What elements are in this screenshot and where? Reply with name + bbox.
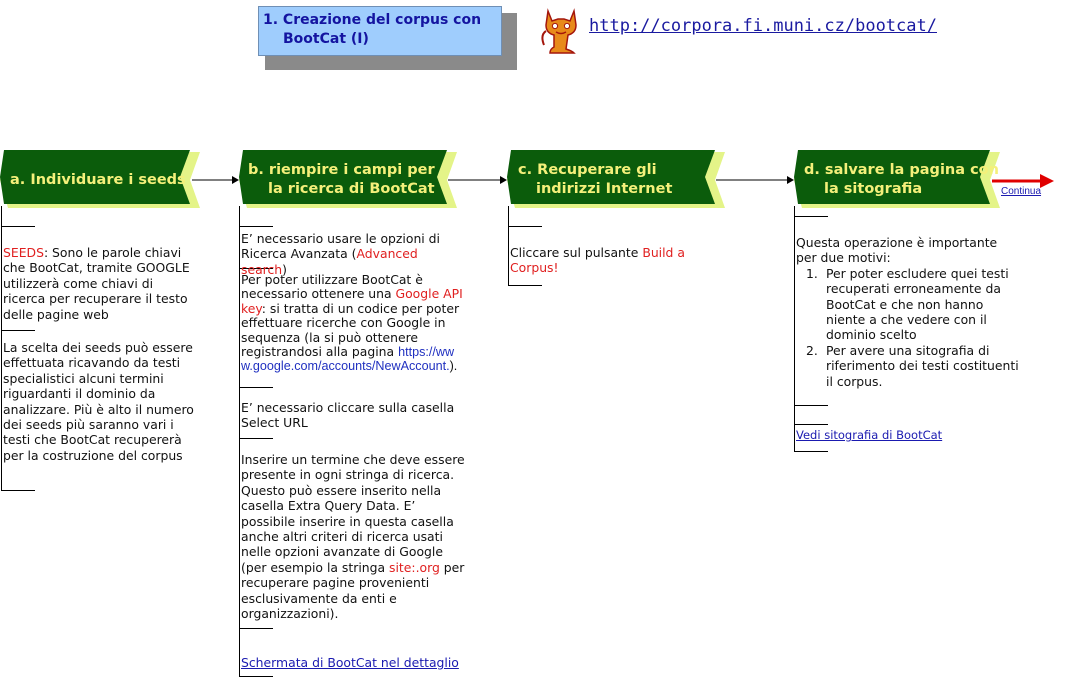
col-d-bracket — [794, 206, 795, 452]
p2-end: ). — [449, 359, 458, 374]
col-a-tick — [1, 330, 35, 331]
col-b-extra-query: Inserire un termine che deve essere pres… — [241, 452, 465, 621]
list-item-text: Per poter escludere quei testi recuperat… — [826, 265, 1009, 343]
col-a-seeds-definition: SEEDS: Sono le parole chiavi che BootCat… — [3, 245, 199, 322]
col-d-tick — [794, 424, 828, 425]
step-b-heading-shape — [239, 150, 457, 208]
seeds-label: SEEDS — [3, 245, 44, 260]
col-c-build-corpus: Cliccare sul pulsante Build a Corpus! — [510, 245, 710, 276]
col-d-intro: Questa operazione è importante per due m… — [796, 235, 998, 266]
list-item-text: Per avere una sitografia di riferimento … — [826, 342, 1019, 389]
step-d-heading-line1: d. salvare la pagina con — [804, 162, 999, 178]
list-item-number: 1. — [806, 265, 818, 281]
c-text: Cliccare sul pulsante — [510, 245, 643, 260]
p4-end: per recuperare pagine provenienti esclus… — [241, 559, 465, 622]
bootcat-url-link[interactable]: http://corpora.fi.muni.cz/bootcat/ — [589, 16, 937, 36]
col-c-bracket — [508, 206, 509, 286]
p2-text2: : si tratta di un codice per poter effet… — [241, 300, 460, 360]
col-b-bracket — [239, 206, 240, 677]
step-d-heading-shape — [794, 150, 1000, 208]
bootcat-screenshot-link[interactable]: Schermata di BootCat nel dettaglio — [241, 655, 459, 670]
google-account-url: https://www.google.com/accounts/NewAccou… — [241, 345, 455, 374]
step-d-heading: d. salvare la pagina con la sitografia — [804, 161, 999, 199]
col-b-tick — [239, 438, 273, 439]
p4-text: Inserire un termine che deve essere pres… — [241, 452, 465, 575]
step-d-heading-line2: la sitografia — [824, 181, 923, 197]
title-line-1: 1. Creazione del corpus con — [263, 12, 482, 28]
p1-end: ) — [282, 261, 288, 277]
step-c-heading-line2: indirizzi Internet — [536, 181, 673, 197]
col-a-seeds-choice: La scelta dei seeds può essere effettuat… — [3, 340, 194, 463]
col-b-tick — [239, 226, 273, 227]
col-a-bracket — [1, 206, 2, 491]
col-d-reasons: Questa operazione è importante per due m… — [796, 235, 1020, 389]
list-item: 2. Per avere una sitografia di riferiment… — [796, 343, 1020, 389]
col-a-tick — [1, 490, 35, 491]
step-c-heading-line1: c. Recuperare gli — [518, 162, 657, 178]
list-item-number: 2. — [806, 342, 818, 358]
col-d-tick — [794, 216, 828, 217]
p1-text: E’ necessario usare le opzioni di Ricerc… — [241, 231, 440, 262]
col-b-tick — [239, 268, 273, 269]
seeds-text: : Sono le parole chiavi che BootCat, tra… — [3, 245, 190, 322]
col-b-tick — [239, 628, 273, 629]
sitography-link[interactable]: Vedi sitografia di BootCat — [796, 428, 943, 442]
col-a-tick — [1, 226, 35, 227]
step-c-heading-shape — [507, 150, 725, 208]
col-c-tick — [508, 226, 542, 227]
col-d-tick — [794, 451, 828, 452]
title-line-2: BootCat (I) — [283, 31, 369, 47]
step-c-heading: c. Recuperare gli indirizzi Internet — [518, 161, 672, 199]
build-corpus-label: Build a Corpus! — [510, 245, 685, 276]
col-d-tick — [794, 405, 828, 406]
col-c-tick — [508, 285, 542, 286]
google-api-key-label: Google API key — [241, 286, 463, 316]
step-b-heading: b. riempire i campi per la ricerca di Bo… — [248, 161, 435, 199]
advanced-search-label: Advanced search — [241, 246, 418, 277]
col-b-tick — [239, 387, 273, 388]
step-a-heading-shape — [0, 150, 200, 208]
slide-title: 1. Creazione del corpus con BootCat (I) — [258, 6, 502, 56]
step-a-heading: a. Individuare i seeds — [10, 172, 186, 188]
step-b-heading-line2: la ricerca di BootCat — [268, 181, 435, 197]
col-b-api-key: Per poter utilizzare BootCat è necessari… — [241, 272, 463, 374]
step-b-heading-line1: b. riempire i campi per — [248, 162, 435, 178]
site-org-label: site:.org — [389, 559, 440, 575]
continua-link[interactable]: Continua — [1001, 186, 1042, 197]
list-item: 1. Per poter escludere quei testi recuper… — [796, 266, 1020, 343]
col-d-reasons-list: 1. Per poter escludere quei testi recuper… — [796, 266, 1020, 389]
cat-mascot-icon — [541, 8, 577, 54]
p2-text: Per poter utilizzare BootCat è necessari… — [241, 272, 423, 302]
col-b-advanced-search: E’ necessario usare le opzioni di Ricerc… — [241, 231, 463, 277]
col-b-select-url: E’ necessario cliccare sulla casella Sel… — [241, 400, 455, 431]
